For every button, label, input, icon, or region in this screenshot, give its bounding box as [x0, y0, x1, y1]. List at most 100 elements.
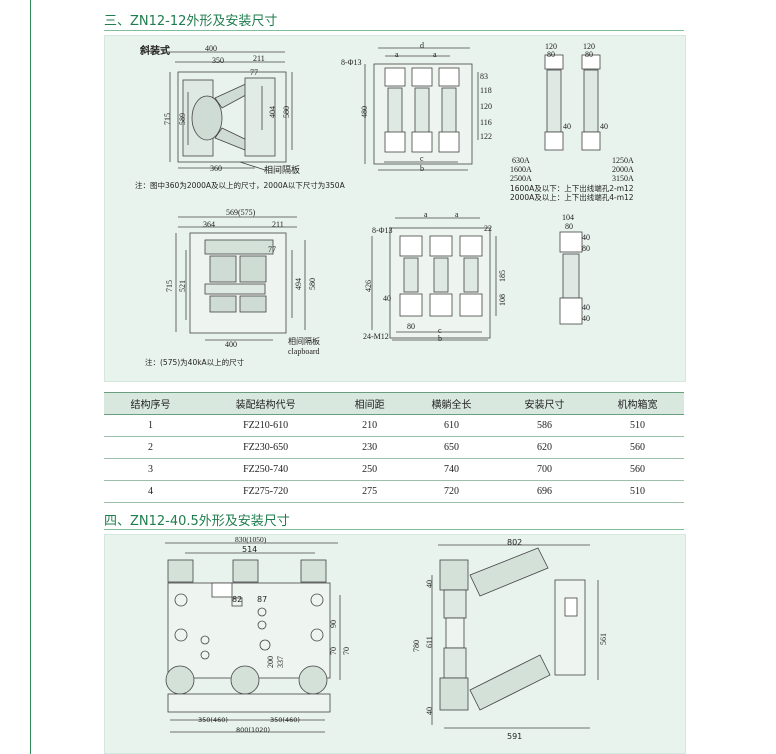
table-header-row: 结构序号 装配结构代号 相间距 横躺全长 安装尺寸 机构箱宽 [104, 392, 684, 415]
fig6-dim-40: 40 [582, 233, 590, 242]
fig3-note-2: 2000A及以上：上下出线端孔4-m12 [510, 193, 634, 202]
section-3-rule [104, 30, 684, 31]
table-cell: 560 [590, 436, 684, 459]
table-cell: 3 [104, 458, 197, 481]
col-header-box-width: 机构箱宽 [590, 392, 684, 415]
fig2-dim-a1: a [395, 50, 399, 59]
col-header-phase-spacing: 相间距 [334, 392, 406, 415]
fig6-dim-80: 80 [565, 222, 573, 231]
fig3-note-1: 1600A及以下：上下出线端孔2-m12 [510, 184, 634, 193]
fig8-dim-780: 780 [412, 640, 421, 652]
fig7-dim-87: 87 [257, 595, 268, 604]
fig3-rating-3-left: 2500A [510, 174, 532, 183]
fig5-dim-22: 22 [484, 224, 492, 233]
fig5-dim-b: b [438, 334, 442, 343]
table-row: 1 FZ210-610 210 610 586 510 [104, 414, 684, 437]
fig4-dim-364: 364 [203, 220, 215, 229]
fig6-dim-40c: 40 [582, 314, 590, 323]
table-cell: 610 [405, 414, 499, 437]
fig1-caption: 斜装式 [140, 46, 170, 57]
fig5-dim-40: 40 [383, 294, 391, 303]
col-header-total-length: 横躺全长 [405, 392, 499, 415]
fig1-dim-350: 350 [212, 56, 224, 65]
table-cell: 275 [334, 480, 406, 503]
table-row: 2 FZ230-650 230 650 620 560 [104, 436, 684, 459]
fig2-dim-118: 118 [480, 86, 492, 95]
structure-spec-table: 结构序号 装配结构代号 相间距 横躺全长 安装尺寸 机构箱宽 1 FZ210-6… [104, 392, 684, 503]
fig8-dim-802: 802 [507, 538, 523, 547]
fig4-dim-211: 211 [272, 220, 284, 229]
table-cell: FZ230-650 [196, 436, 335, 459]
fig5-dim-a1: a [424, 210, 428, 219]
table-cell: 720 [405, 480, 499, 503]
table-row: 3 FZ250-740 250 740 700 560 [104, 458, 684, 481]
fig4-note: 注：(575)为40kA以上的尺寸 [145, 358, 245, 367]
fig3-dim-80a: 80 [547, 50, 555, 59]
fig5-holes: 8-Φ13 [372, 226, 393, 235]
fig2-dim-a2: a [433, 50, 437, 59]
fig1-dim-360: 360 [210, 164, 222, 173]
fig1-dim-77: 77 [250, 68, 258, 77]
fig8-dim-40b: 40 [425, 707, 434, 715]
table-cell: 586 [498, 414, 591, 437]
fig7-dim-514: 514 [242, 545, 258, 554]
fig5-dim-a2: a [455, 210, 459, 219]
table-row: 4 FZ275-720 275 720 696 510 [104, 480, 684, 503]
fig7-dim-830: 830(1050) [235, 535, 267, 544]
fig5-holes-2: 24-M12 [363, 332, 389, 341]
fig2-dim-122: 122 [480, 132, 492, 141]
fig3-dim-80b: 80 [585, 50, 593, 59]
fig3-rating-3-right: 3150A [612, 174, 634, 183]
fig6-dim-40b: 40 [582, 303, 590, 312]
table-cell: 510 [590, 414, 684, 437]
fig3-dim-120b: 120 [583, 42, 595, 51]
table-cell: FZ275-720 [196, 480, 335, 503]
table-cell: 696 [498, 480, 591, 503]
fig4-dim-569: 569(575) [226, 208, 256, 217]
fig2-holes: 8-Φ13 [341, 58, 362, 67]
fig3-rating-1-right: 1250A [612, 156, 634, 165]
section-4-title: 四、ZN12-40.5外形及安装尺寸 [104, 514, 290, 529]
fig1-barrier-label: 相间隔板 [264, 166, 301, 176]
table-cell: 650 [405, 436, 499, 459]
col-header-code: 装配结构代号 [196, 392, 335, 415]
table-cell: 230 [334, 436, 406, 459]
section-3-title: 三、ZN12-12外形及安装尺寸 [104, 14, 278, 29]
fig4-dim-77: 77 [268, 245, 276, 254]
table-cell: FZ250-740 [196, 458, 335, 481]
fig3-dim-120a: 120 [545, 42, 557, 51]
table-cell: 210 [334, 414, 406, 437]
fig6-dim-80b: 80 [582, 244, 590, 253]
table-cell: FZ210-610 [196, 414, 335, 437]
fig3-rating-2-left: 1600A [510, 165, 532, 174]
fig2-dim-d: d [420, 41, 424, 50]
fig1-dim-211: 211 [253, 54, 265, 63]
table-cell: 620 [498, 436, 591, 459]
table-cell: 2 [104, 436, 197, 459]
col-header-mount-size: 安装尺寸 [498, 392, 591, 415]
fig6-dim-104: 104 [562, 213, 574, 222]
fig8-dim-40a: 40 [425, 580, 434, 588]
table-cell: 510 [590, 480, 684, 503]
table-cell: 700 [498, 458, 591, 481]
fig2-dim-c: c [420, 154, 424, 163]
col-header-seq: 结构序号 [104, 392, 197, 415]
fig2-dim-83: 83 [480, 72, 488, 81]
table-cell: 560 [590, 458, 684, 481]
fig5-dim-80: 80 [407, 322, 415, 331]
table-cell: 250 [334, 458, 406, 481]
fig7-dim-350b: 350(460) [270, 716, 300, 724]
fig2-dim-120: 120 [480, 102, 492, 111]
table-cell: 1 [104, 414, 197, 437]
fig3-dim-40a: 40 [563, 122, 571, 131]
fig1-note: 注：图中360为2000A及以上的尺寸，2000A以下尺寸为350A [135, 181, 345, 190]
table-cell: 740 [405, 458, 499, 481]
